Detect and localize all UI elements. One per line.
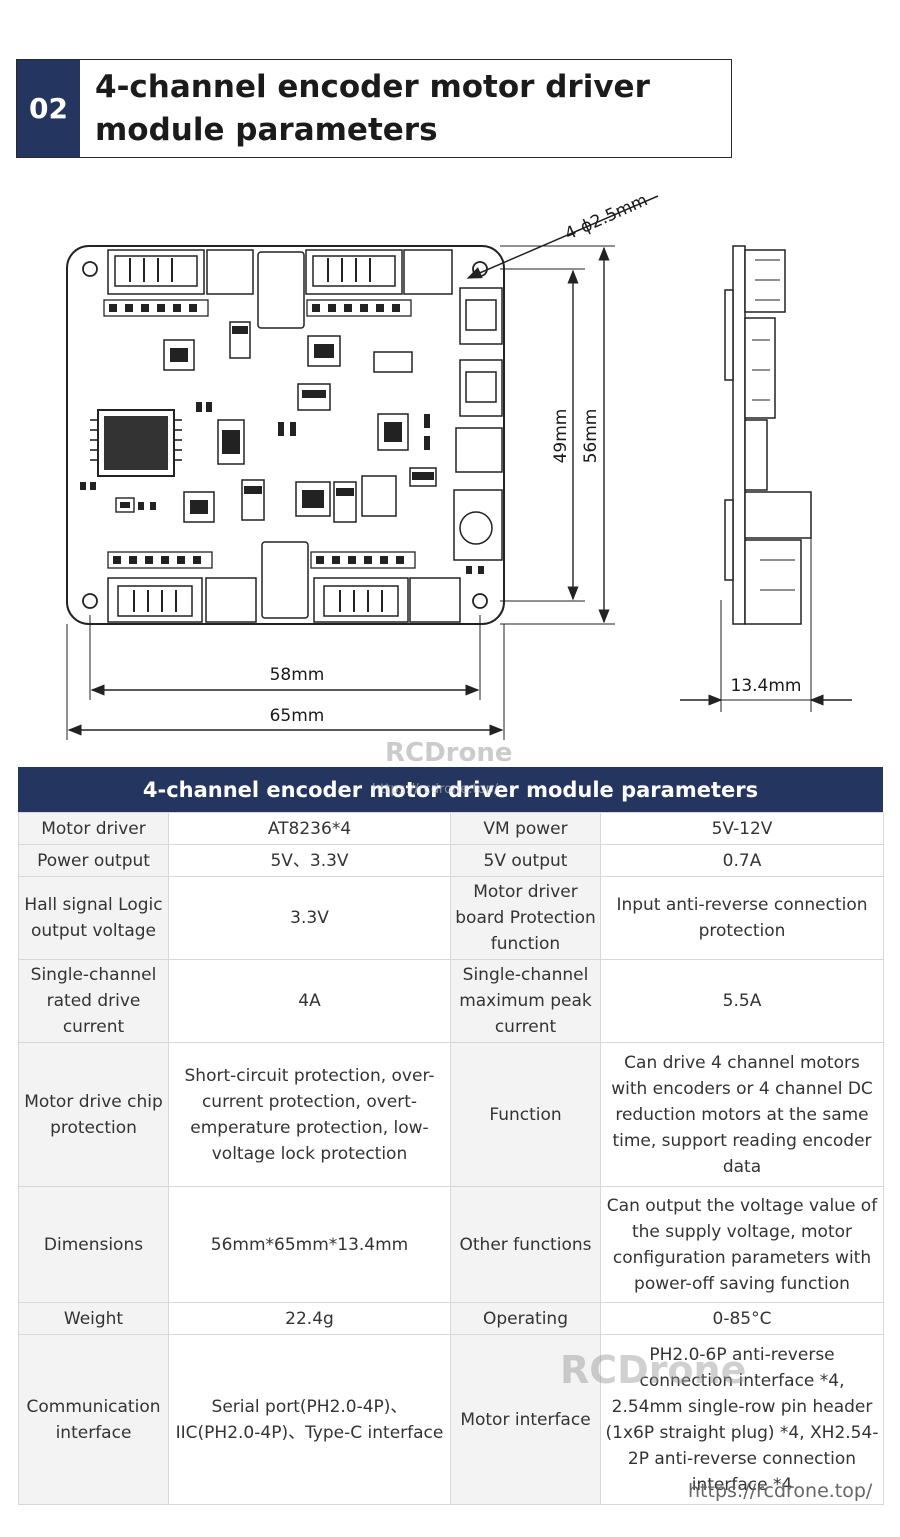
param-label: VM power	[450, 812, 601, 845]
bottom-pins	[133, 590, 383, 612]
bottom-connectors	[107, 577, 461, 623]
param-value: PH2.0-6P anti-reverse connection interfa…	[600, 1334, 884, 1505]
param-label: Other functions	[450, 1186, 601, 1303]
section-header: 02 4-channel encoder motor driver module…	[16, 59, 732, 158]
dim-thickness-label: 13.4mm	[731, 676, 802, 696]
table-row: Communication interface Serial port(PH2.…	[18, 1334, 884, 1505]
watermark-brand: RCDrone	[385, 738, 513, 768]
param-value: 0-85°C	[600, 1302, 884, 1335]
mount-hole-bl	[82, 593, 98, 609]
param-label: Single-channel maximum peak current	[450, 959, 601, 1043]
board-drawing-svg: 4-ϕ2.5mm 49mm 56mm 58mm 65mm 13.4mm	[66, 190, 852, 740]
pin-dots	[109, 304, 404, 564]
param-label: Motor driver board Protection function	[450, 876, 601, 960]
param-value: Can output the voltage value of the supp…	[600, 1186, 884, 1303]
table-row: Weight 22.4g Operating 0-85°C	[18, 1302, 884, 1335]
table-row: Dimensions 56mm*65mm*13.4mm Other functi…	[18, 1186, 884, 1303]
side-view	[724, 245, 812, 625]
dim-49-label: 49mm	[551, 409, 571, 464]
table-row: Motor drive chip protection Short-circui…	[18, 1042, 884, 1187]
param-label: Operating	[450, 1302, 601, 1335]
hole-leader-line	[466, 195, 659, 279]
section-title: 4-channel encoder motor driver module pa…	[95, 69, 650, 148]
dim-58-label: 58mm	[270, 665, 325, 685]
param-value: Input anti-reverse connection protection	[600, 876, 884, 960]
param-label: Dimensions	[18, 1186, 169, 1303]
parameter-grid: Motor driver AT8236*4 VM power 5V-12V Po…	[18, 812, 884, 1505]
param-label: Motor interface	[450, 1334, 601, 1505]
mount-hole-br	[472, 593, 488, 609]
param-value: 0.7A	[600, 844, 884, 877]
table-row: Hall signal Logic output voltage 3.3V Mo…	[18, 876, 884, 960]
param-label: Function	[450, 1042, 601, 1187]
parameter-table: 4-channel encoder motor driver module pa…	[18, 767, 884, 1505]
side-view-details	[752, 259, 795, 591]
section-number: 02	[17, 60, 80, 157]
param-label: Motor driver	[18, 812, 169, 845]
mount-hole-tr	[472, 261, 488, 277]
param-label: Motor drive chip protection	[18, 1042, 169, 1187]
param-value: Serial port(PH2.0-4P)、IIC(PH2.0-4P)、Type…	[168, 1334, 451, 1505]
param-label: Communication interface	[18, 1334, 169, 1505]
param-value: 22.4g	[168, 1302, 451, 1335]
param-value: Can drive 4 channel motors with encoders…	[600, 1042, 884, 1187]
param-label: Single-channel rated drive current	[18, 959, 169, 1043]
mcu-pins	[90, 419, 182, 461]
param-value: 4A	[168, 959, 451, 1043]
param-label: 5V output	[450, 844, 601, 877]
watermark-url-small: https://rcdrone.top/	[372, 782, 499, 797]
param-value: Short-circuit protection, over-current p…	[168, 1042, 451, 1187]
param-value: 5V-12V	[600, 812, 884, 845]
table-title: 4-channel encoder motor driver module pa…	[18, 767, 883, 812]
param-value: AT8236*4	[168, 812, 451, 845]
watermark-url: https://rcdrone.top/	[688, 1480, 873, 1502]
param-value: 3.3V	[168, 876, 451, 960]
chip-markings	[80, 326, 484, 574]
param-value: 5.5A	[600, 959, 884, 1043]
right-ports	[453, 287, 503, 561]
hole-label: 4-ϕ2.5mm	[562, 190, 651, 244]
dim-65-label: 65mm	[270, 706, 325, 726]
top-connectors	[107, 249, 453, 329]
mcu-die	[104, 416, 168, 470]
table-row: Power output 5V、3.3V 5V output 0.7A	[18, 844, 884, 877]
watermark-brand-lower: RCDrone	[560, 1348, 747, 1392]
board-dimension-drawing: 4-ϕ2.5mm 49mm 56mm 58mm 65mm 13.4mm	[0, 170, 900, 745]
capacitor-bottom	[261, 541, 309, 619]
param-value: 56mm*65mm*13.4mm	[168, 1186, 451, 1303]
mount-hole-tl	[82, 261, 98, 277]
table-row: Motor driver AT8236*4 VM power 5V-12V	[18, 812, 884, 845]
table-row: Single-channel rated drive current 4A Si…	[18, 959, 884, 1043]
top-pins	[129, 258, 371, 282]
param-label: Power output	[18, 844, 169, 877]
param-label: Hall signal Logic output voltage	[18, 876, 169, 960]
dim-56-label: 56mm	[581, 409, 601, 464]
param-label: Weight	[18, 1302, 169, 1335]
param-value: 5V、3.3V	[168, 844, 451, 877]
